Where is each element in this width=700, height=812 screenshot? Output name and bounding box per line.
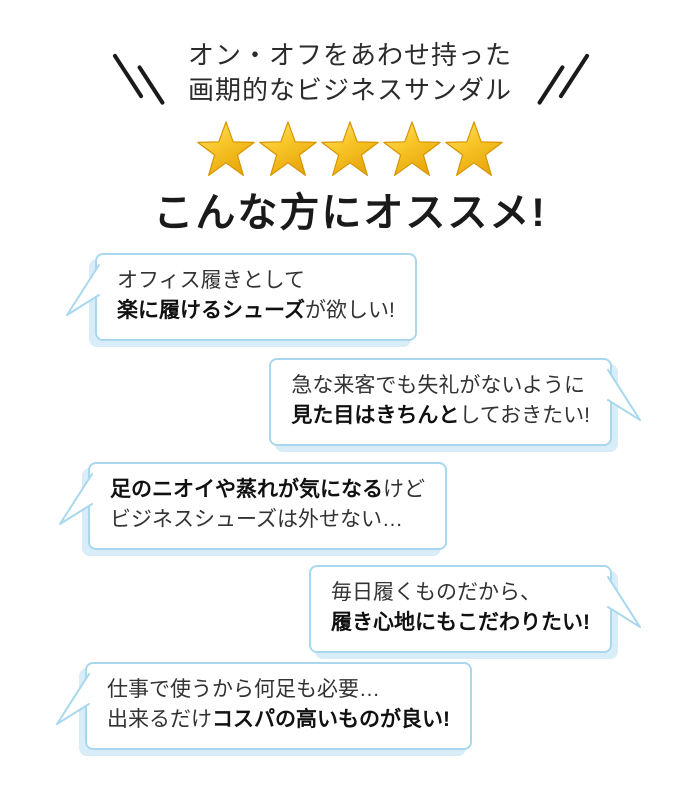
- bubble-text: ビジネスシューズは外せない…: [110, 508, 403, 531]
- bubble-text: 毎日履くものだから、: [331, 581, 541, 604]
- star-rating: [0, 120, 700, 178]
- bubble-line: ビジネスシューズは外せない…: [110, 505, 425, 535]
- speech-bubble: 急な来客でも失礼がないように 見た目はきちんとしておきたい!: [269, 358, 641, 446]
- bubble-text: けど: [383, 478, 425, 501]
- bubble-text: が欲しい!: [304, 299, 395, 322]
- bubble-line: 仕事で使うから何足も必要…: [107, 675, 450, 705]
- bubble-text: しておきたい!: [459, 404, 590, 427]
- bubble-text: オフィス履きとして: [117, 269, 305, 292]
- speech-bubble: 足のニオイや蒸れが気になるけど ビジネスシューズは外せない…: [59, 462, 447, 550]
- page-title: こんな方にオススメ!: [153, 191, 547, 235]
- header-copy: オン・オフをあわせ持った 画期的なビジネスサンダル: [0, 38, 700, 108]
- speech-bubble: オフィス履きとして 楽に履けるシューズが欲しい!: [66, 253, 417, 341]
- bubble-line: 急な来客でも失礼がないように: [291, 371, 590, 401]
- bubble-text: 急な来客でも失礼がないように: [291, 374, 586, 397]
- bubble-line: 足のニオイや蒸れが気になるけど: [110, 475, 425, 505]
- bubble-text-emphasis: 足のニオイや蒸れが気になる: [110, 478, 383, 501]
- bubble-line: 見た目はきちんとしておきたい!: [291, 401, 590, 431]
- bubble-line: オフィス履きとして: [117, 266, 395, 296]
- header-line-2: 画期的なビジネスサンダル: [187, 75, 512, 105]
- bubble-text-emphasis: コスパの高いものが良い!: [212, 708, 450, 731]
- speech-bubble-tail-icon: [59, 473, 93, 525]
- star-icon: [445, 121, 503, 176]
- speech-bubble: 毎日履くものだから、 履き心地にもこだわりたい!: [309, 565, 641, 653]
- speech-bubble-tail-icon: [607, 576, 641, 628]
- speech-bubble-tail-icon: [56, 673, 90, 725]
- bubble-line: 出来るだけコスパの高いものが良い!: [107, 705, 450, 735]
- bubble-text-emphasis: 見た目はきちんと: [291, 404, 460, 427]
- speech-bubble: 仕事で使うから何足も必要… 出来るだけコスパの高いものが良い!: [56, 662, 472, 750]
- bubble-text: 出来るだけ: [107, 708, 212, 731]
- star-icon: [197, 121, 255, 176]
- speech-bubble-tail-icon: [66, 264, 100, 316]
- bubble-text-emphasis: 履き心地にもこだわりたい!: [331, 611, 590, 634]
- bubble-line: 楽に履けるシューズが欲しい!: [117, 296, 395, 326]
- bubble-text-emphasis: 楽に履けるシューズ: [117, 299, 305, 322]
- star-icon: [383, 121, 441, 176]
- star-icon: [321, 121, 379, 176]
- bubble-text: 仕事で使うから何足も必要…: [107, 678, 380, 701]
- star-icon: [259, 121, 317, 176]
- bubble-line: 毎日履くものだから、: [331, 578, 590, 608]
- header-line-1: オン・オフをあわせ持った: [187, 40, 512, 70]
- speech-bubble-tail-icon: [607, 369, 641, 421]
- bubble-line: 履き心地にもこだわりたい!: [331, 608, 590, 638]
